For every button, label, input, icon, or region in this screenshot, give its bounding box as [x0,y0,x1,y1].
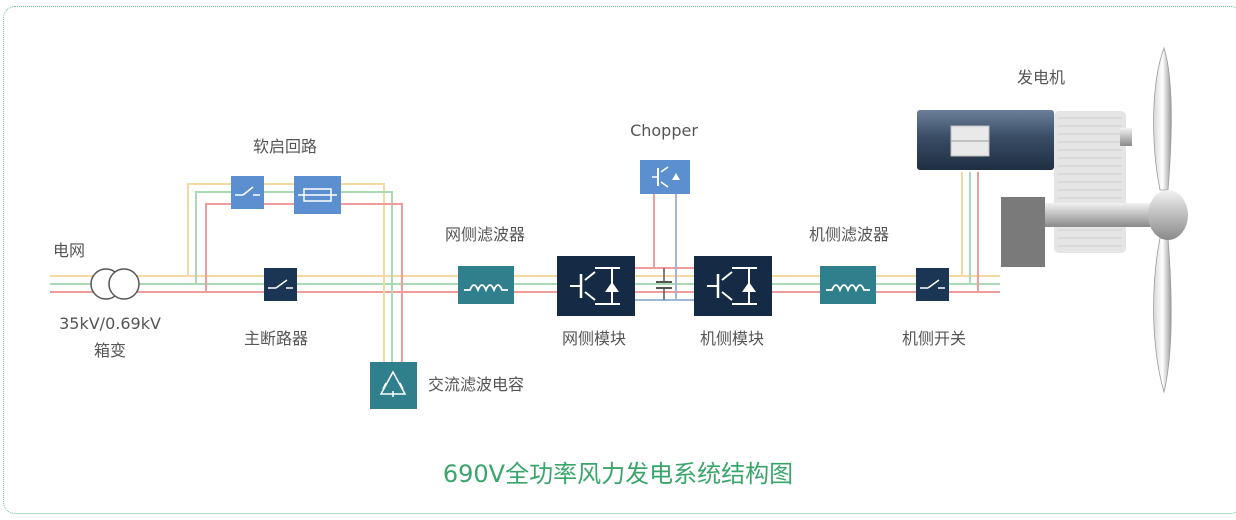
machine-switch-label: 机侧开关 [901,329,967,348]
machine-filter-label: 机侧滤波器 [808,225,890,244]
breaker-icon [264,268,297,301]
generator-icon [917,110,1054,170]
chopper-label: Chopper [630,121,698,140]
main-breaker-label: 主断路器 [243,329,309,348]
fuse-icon [294,176,341,214]
capacitor-icon [656,268,672,300]
turbine-blade-icon [1148,46,1188,394]
diagram-caption: 690V全功率风力发电系统结构图 [442,460,794,488]
switch-icon [231,176,264,209]
grid-module-label: 网侧模块 [561,329,627,348]
filter-capacitor-icon [370,362,417,409]
transformer-rating-label: 35kV/0.69kV [59,314,161,333]
machine-module-label: 机侧模块 [699,329,765,348]
diagram-frame [3,6,1236,514]
transformer-icon [90,268,140,300]
ac-filter-cap-label: 交流滤波电容 [428,375,525,394]
grid-label: 电网 [53,241,86,260]
igbt-icon [557,256,635,316]
grid-filter-label: 网侧滤波器 [444,225,526,244]
inductor-icon [820,266,876,304]
igbt-icon [694,256,772,316]
chopper-icon [640,160,690,194]
generator-wiring [948,172,979,293]
dc-link [634,194,694,301]
soft-start-label: 软启回路 [252,137,318,156]
inductor-icon [458,266,514,304]
generator-label: 发电机 [1016,68,1066,87]
transformer-name-label: 箱变 [93,341,127,360]
gearbox-icon [1001,111,1165,267]
switch-icon [916,268,949,301]
